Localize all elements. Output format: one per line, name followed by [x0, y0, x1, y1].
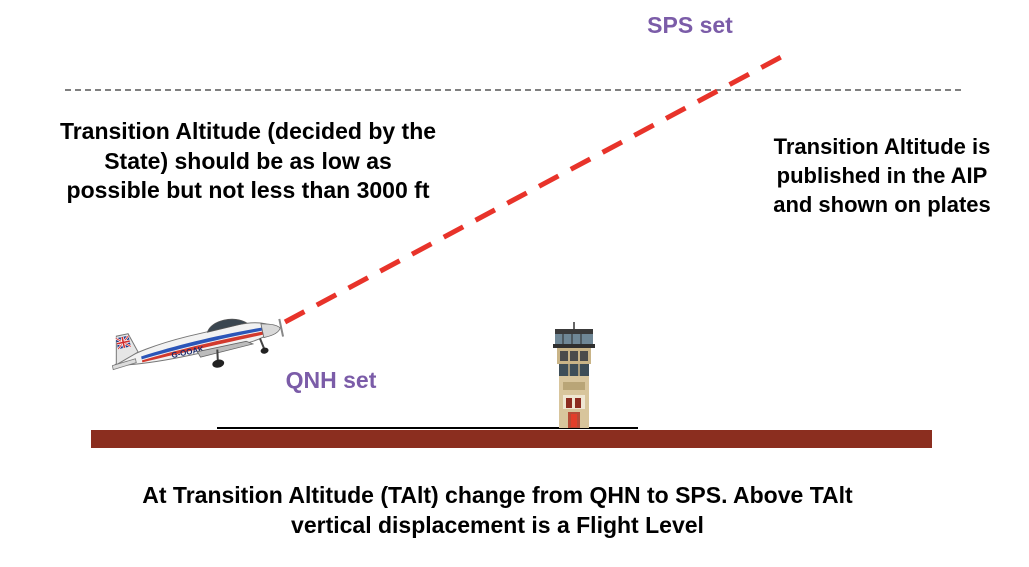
left-note-line: Transition Altitude (decided by the	[59, 118, 437, 144]
transition-altitude-aip-note: Transition Altitude is published in the …	[735, 132, 1029, 219]
caption-line: vertical displacement is a Flight Level	[291, 512, 704, 538]
right-note-line: published in the AIP	[776, 163, 988, 188]
left-note-line: possible but not less than 3000 ft	[66, 177, 430, 203]
ground-bar	[91, 430, 932, 448]
left-note-line: State) should be as low as	[104, 147, 392, 174]
sps-set-label: SPS set	[647, 12, 733, 38]
control-tower-icon	[553, 322, 595, 428]
transition-altitude-state-note: Transition Altitude (decided by the Stat…	[0, 117, 496, 206]
climb-path-line	[283, 53, 785, 325]
caption-line: At Transition Altitude (TAlt) change fro…	[142, 482, 853, 508]
qnh-set-label: QNH set	[285, 367, 377, 393]
light-aircraft-icon: G-OOAK	[111, 318, 285, 371]
right-note-line: Transition Altitude is	[773, 134, 991, 159]
right-note-line: and shown on plates	[773, 192, 991, 217]
bottom-caption: At Transition Altitude (TAlt) change fro…	[30, 480, 965, 540]
